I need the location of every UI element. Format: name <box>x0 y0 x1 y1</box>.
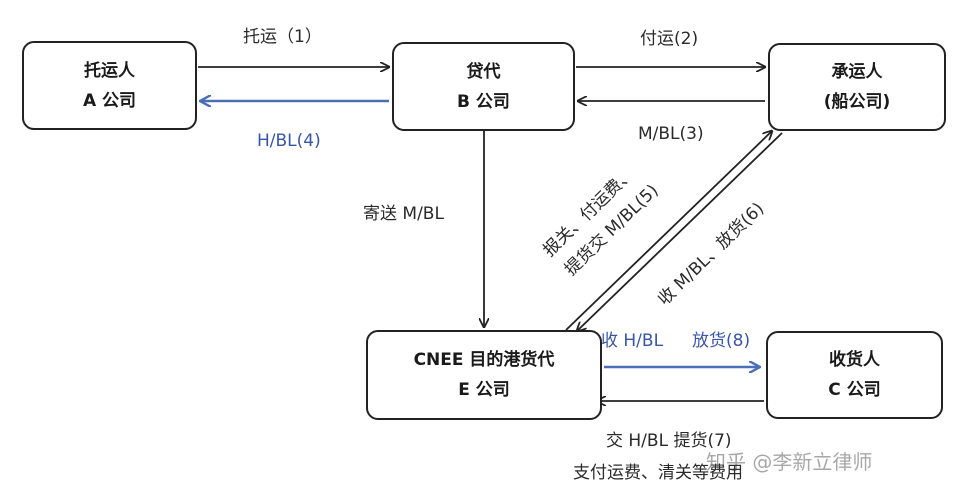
label-step7-fees: 支付运费、清关等费用 <box>573 463 743 483</box>
watermark: 知乎 @李新立律师 <box>706 450 873 474</box>
node-consignee-title: 收货人 <box>829 350 880 370</box>
label-step8-hbl: 收 H/BL <box>601 331 664 351</box>
label-send-mbl: 寄送 M/BL <box>363 204 444 224</box>
node-shipper-title: 托运人 <box>84 60 135 81</box>
node-dest-agent-title: CNEE 目的港货代 <box>413 350 555 370</box>
node-carrier-title: 承运人 <box>831 62 883 82</box>
label-step7: 交 H/BL 提货(7) <box>606 431 732 451</box>
label-step8-release: 放货(8) <box>692 331 751 351</box>
label-step3-mbl: M/BL(3) <box>638 124 704 144</box>
node-dest-agent-company: E 公司 <box>458 380 510 400</box>
node-carrier: 承运人 (船公司) <box>768 43 946 131</box>
node-forwarder-company: B 公司 <box>457 91 510 112</box>
node-shipper-company: A 公司 <box>82 90 137 111</box>
label-step1: 托运（1） <box>243 27 322 47</box>
label-step4-hbl: H/BL(4) <box>257 131 321 151</box>
arrow-carrier-to-dest-agent <box>577 132 783 331</box>
arrow-dest-agent-to-carrier <box>565 131 772 331</box>
node-shipper: 托运人 A 公司 <box>22 41 197 130</box>
label-step2: 付运(2) <box>640 29 699 49</box>
node-consignee-company: C 公司 <box>828 380 881 400</box>
node-carrier-company: (船公司) <box>823 92 891 112</box>
node-forwarder: 贷代 B 公司 <box>392 42 575 131</box>
node-forwarder-title: 贷代 <box>466 61 501 82</box>
node-dest-agent: CNEE 目的港货代 E 公司 <box>366 330 602 420</box>
node-consignee: 收货人 C 公司 <box>766 331 943 419</box>
